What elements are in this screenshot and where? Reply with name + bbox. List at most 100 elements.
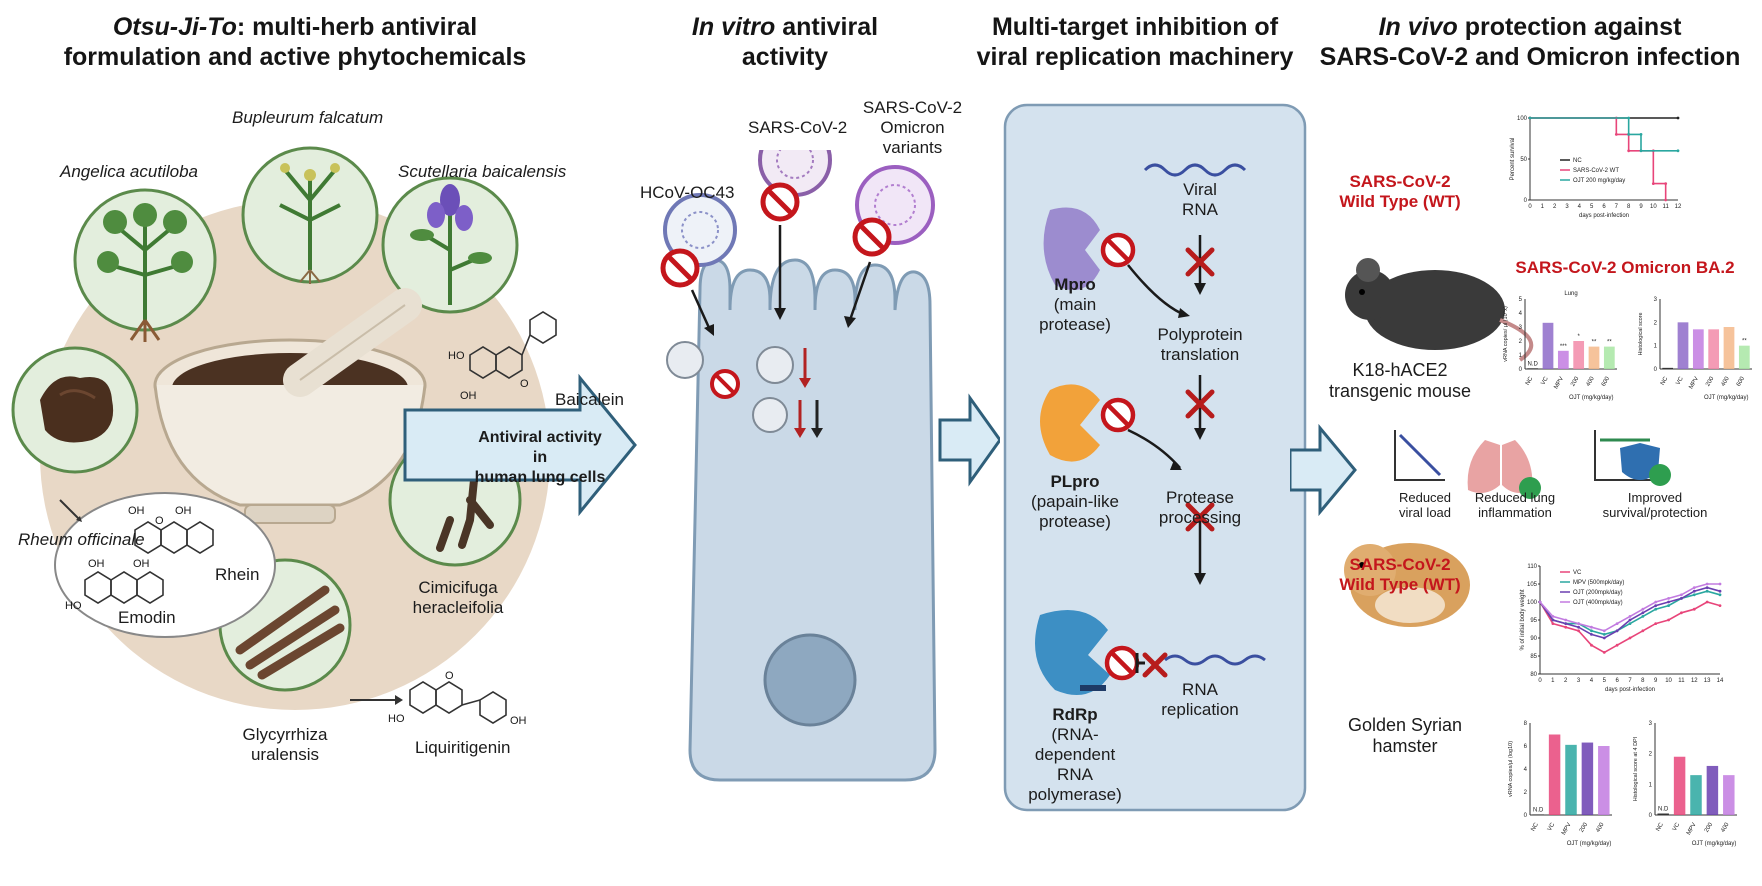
atom-label: OH	[460, 390, 477, 402]
nucleus	[763, 633, 857, 727]
mouse-icon	[1345, 258, 1534, 362]
data-point	[1676, 149, 1680, 153]
panel1-title: Otsu-Ji-To: multi-herb antiviral formula…	[63, 13, 527, 71]
block-icon	[1100, 232, 1136, 268]
intracellular-virion-icon	[666, 341, 794, 433]
x-tick-label: 6	[1615, 678, 1619, 684]
atom-label: OH	[175, 505, 192, 517]
y-axis-label: vRNA copies/μl (log10)	[1508, 741, 1514, 797]
y-tick-label: 100	[1517, 116, 1528, 122]
compound-label-rhein: Rhein	[215, 565, 260, 584]
x-tick-label: 600	[1601, 375, 1612, 387]
lung-cell-shape	[688, 258, 937, 782]
x-tick-label: 400	[1721, 375, 1732, 387]
atom-label: HO	[65, 600, 82, 612]
series-line	[1530, 117, 1678, 152]
group-label: OJT (mg/kg/day)	[1567, 841, 1612, 847]
x-tick-label: 5	[1603, 678, 1607, 684]
data-point	[1551, 618, 1555, 622]
bar	[1673, 756, 1686, 815]
data-point	[1680, 593, 1683, 597]
atom-label: OH	[510, 715, 527, 727]
data-point	[1705, 589, 1709, 593]
x-tick-label: 8	[1641, 678, 1645, 684]
atom-label: OH	[133, 558, 150, 570]
data-point	[1590, 633, 1593, 636]
data-point	[1654, 604, 1658, 607]
bar-annotation: **	[1742, 339, 1747, 345]
compound-label-emodin: Emodin	[118, 608, 176, 627]
legend-entry: OJT 200 mg/kg/day	[1573, 178, 1625, 184]
data-point	[1564, 622, 1568, 625]
data-point	[1680, 611, 1683, 615]
data-point	[1602, 651, 1606, 654]
data-point	[1615, 622, 1619, 625]
lung-icon	[1467, 440, 1541, 499]
data-point	[1614, 133, 1618, 136]
y-axis-label: % of initial body weight	[1520, 589, 1526, 650]
data-point	[1590, 629, 1593, 633]
bar-annotation: N.D	[1533, 807, 1544, 813]
data-point	[1639, 149, 1643, 153]
y-tick-label: 3	[1519, 325, 1523, 331]
x-tick-label: 3	[1577, 678, 1581, 684]
legend-entry: NC	[1573, 158, 1582, 164]
data-point	[1705, 586, 1709, 589]
omicron-ba2-label: SARS-CoV-2 Omicron BA.2	[1515, 258, 1735, 277]
bar	[1565, 744, 1577, 815]
data-point	[1718, 593, 1722, 597]
data-point	[1615, 629, 1619, 633]
invivo-panel-graphic	[1290, 258, 1671, 627]
y-tick-label: 80	[1530, 672, 1537, 678]
virus-label-hcov: HCoV-OC43	[640, 183, 735, 202]
data-point	[1676, 116, 1680, 120]
x-tick-label: VC	[1675, 375, 1685, 386]
x-tick-label: 400	[1595, 821, 1606, 833]
y-axis-label: Histological score at 4 DPI	[1633, 736, 1639, 801]
y-tick-label: 2	[1654, 320, 1658, 326]
data-point	[1602, 636, 1606, 640]
block-icon	[1104, 645, 1140, 681]
atom-label: O	[520, 378, 529, 390]
bar-annotation: N.D	[1527, 361, 1538, 367]
data-point	[1615, 643, 1619, 647]
compound-label-liquiritigenin: Liquiritigenin	[415, 738, 511, 757]
data-point	[1680, 597, 1683, 600]
data-point	[1577, 629, 1580, 633]
mpro-enzyme-icon	[1043, 207, 1100, 290]
x-tick-label: MPV	[1686, 822, 1698, 836]
legend-entry: VC	[1573, 570, 1582, 576]
rheum-root-icon	[11, 346, 139, 474]
bar-annotation: **	[1607, 340, 1612, 346]
y-tick-label: 3	[1649, 721, 1653, 727]
bar	[1738, 345, 1750, 369]
data-point	[1641, 615, 1645, 618]
group-label: OJT (mg/kg/day)	[1692, 841, 1737, 847]
data-point	[1551, 615, 1555, 618]
group-label: OJT (mg/kg/day)	[1704, 395, 1749, 401]
data-point	[1651, 182, 1655, 185]
x-tick-label: MPV	[1553, 376, 1565, 390]
bar-annotation: ***	[1560, 344, 1568, 350]
x-tick-label: 0	[1538, 678, 1542, 684]
x-tick-label: 4	[1578, 204, 1582, 210]
x-tick-label: 3	[1565, 204, 1569, 210]
data-point	[1654, 622, 1658, 625]
x-tick-label: 6	[1602, 204, 1606, 210]
x-tick-label: 4	[1590, 678, 1594, 684]
x-tick-label: 400	[1586, 375, 1597, 387]
virus-label-sars: SARS-CoV-2	[748, 118, 848, 137]
data-point	[1718, 589, 1722, 593]
x-tick-label: 12	[1675, 204, 1682, 210]
